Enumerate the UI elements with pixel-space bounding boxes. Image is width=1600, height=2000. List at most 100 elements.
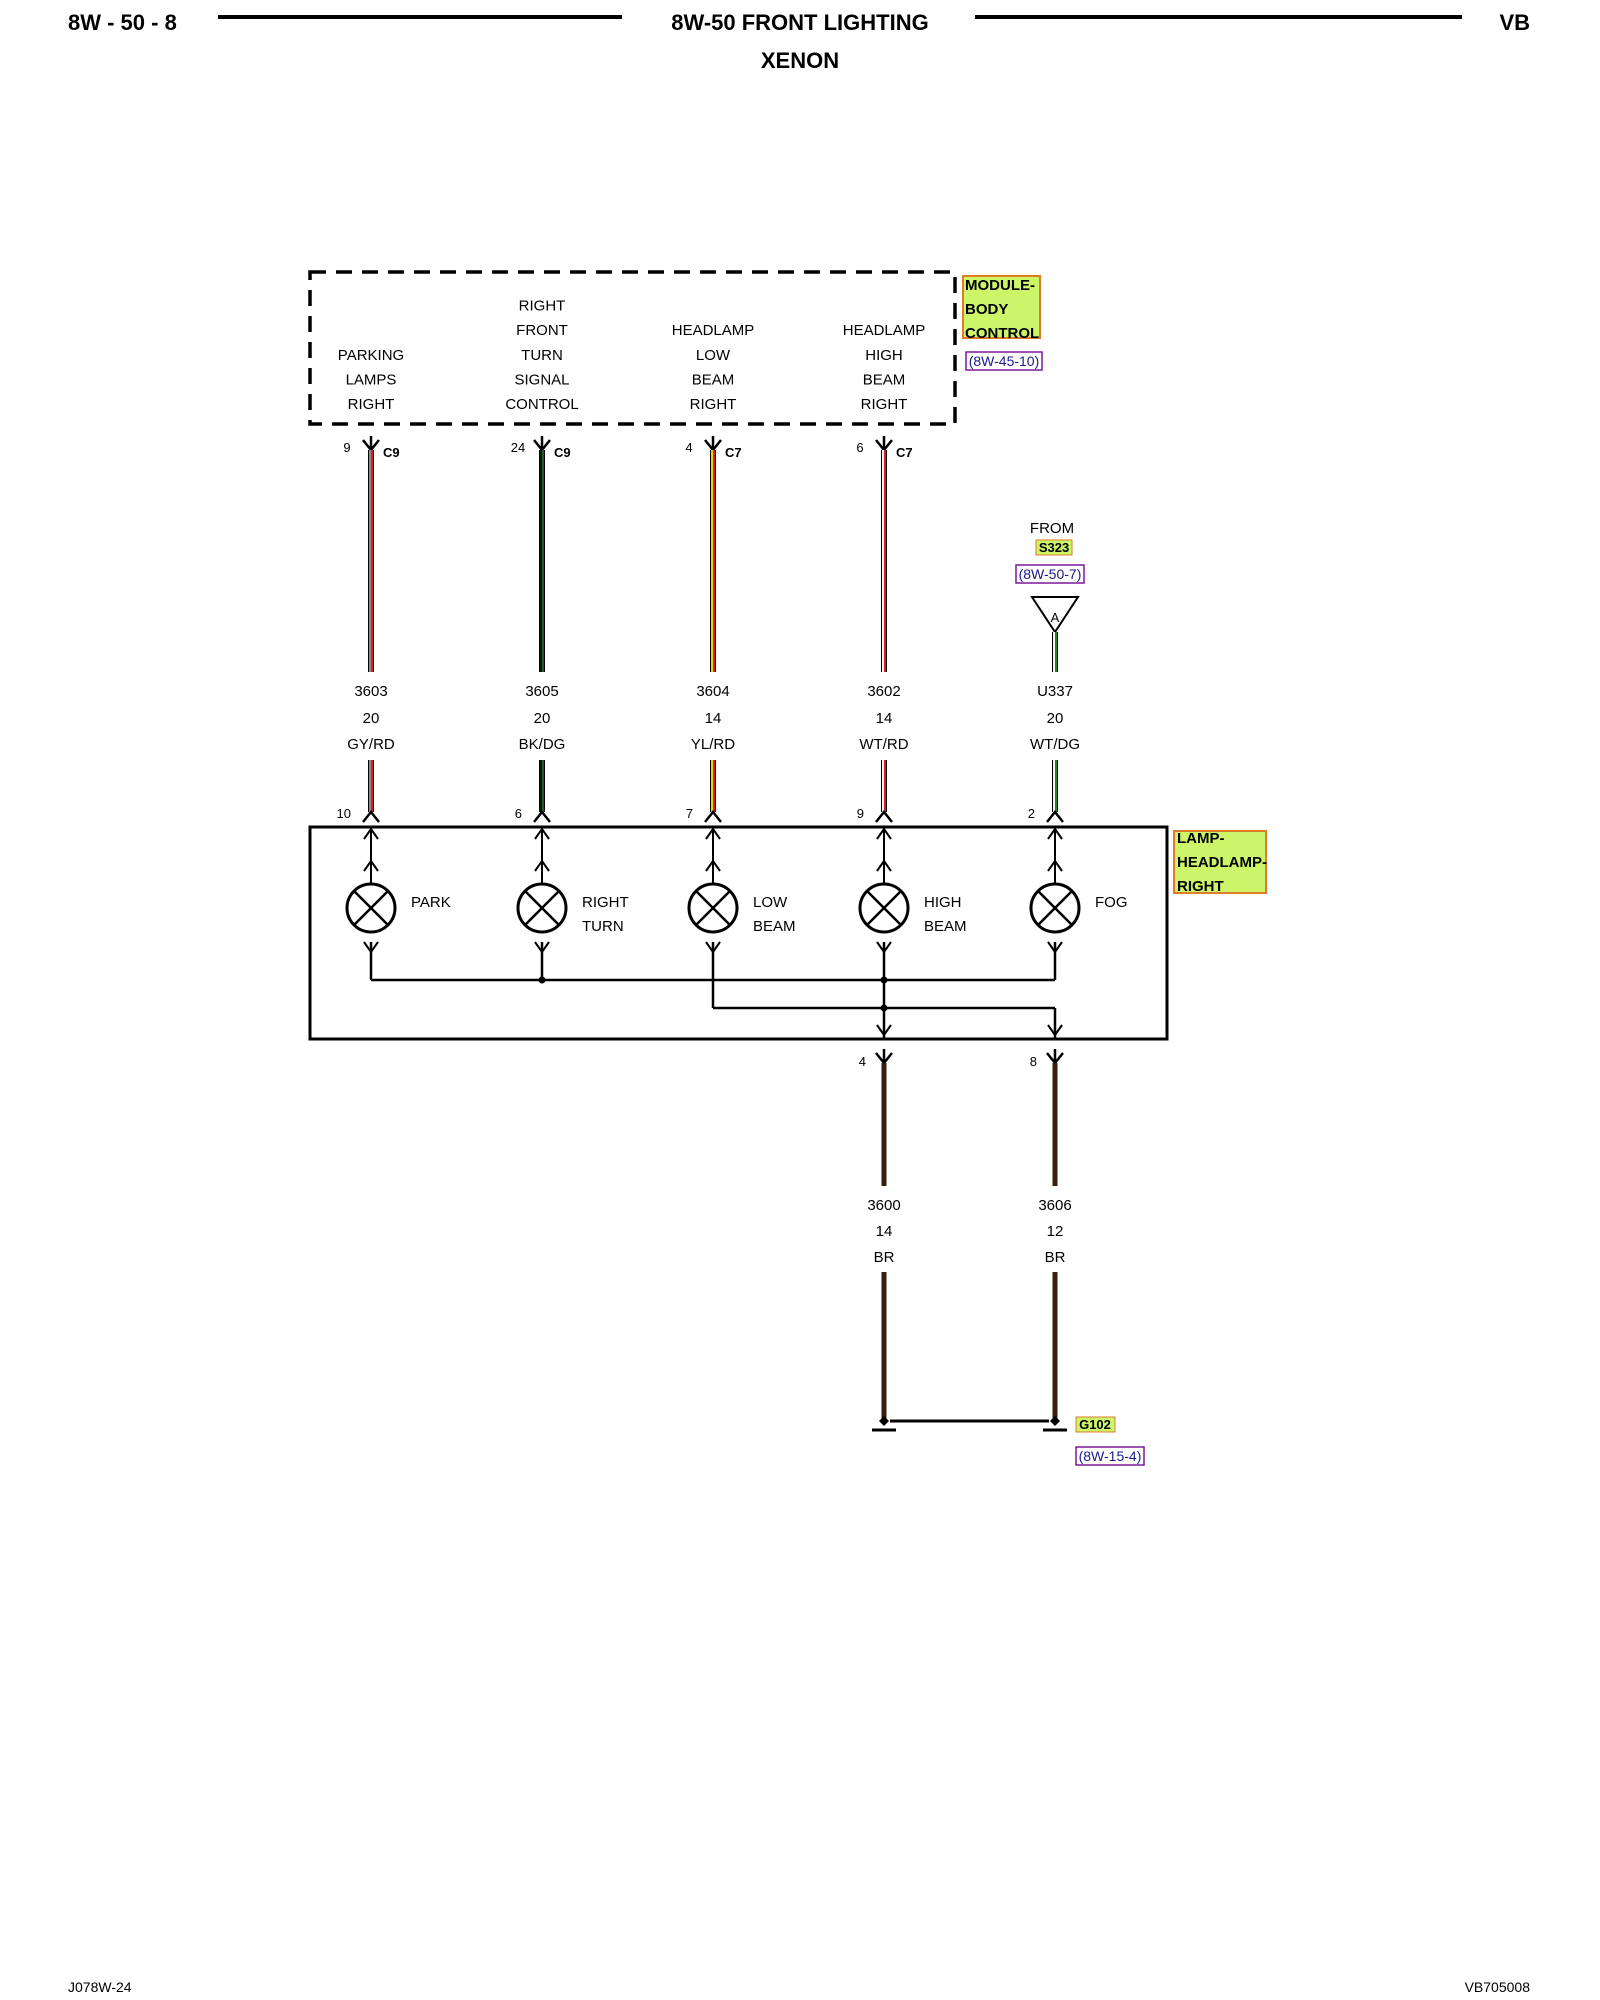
circuit-number: 3600	[867, 1197, 900, 1214]
connector-terminal-icon	[362, 809, 380, 823]
footer-left-code: J078W-24	[68, 1979, 132, 1995]
module-function-line: BEAM	[692, 371, 735, 388]
module-function-line: PARKING	[338, 347, 404, 364]
bulb-label: RIGHT	[582, 894, 629, 911]
wire-color-code: GY/RD	[347, 736, 395, 753]
lamp-pin-number: 2	[1028, 806, 1035, 821]
module-pin-number: 4	[685, 440, 692, 455]
lamp-ground-pin: 4	[859, 1054, 866, 1069]
bulb-label: BEAM	[924, 918, 967, 935]
lamp-bulb-filament	[524, 890, 560, 926]
module-connector-id: C9	[554, 445, 571, 460]
lamp-name-line: LAMP-	[1177, 830, 1225, 847]
page-title: 8W-50 FRONT LIGHTING	[671, 10, 928, 35]
bulb-input-arrow-icon	[363, 827, 379, 840]
module-ref-link[interactable]: (8W-45-10)	[969, 353, 1040, 369]
wire-color-code: WT/DG	[1030, 736, 1080, 753]
wire-color-code: YL/RD	[691, 736, 735, 753]
lamp-assembly-outline	[308, 825, 1169, 1041]
module-pin-number: 6	[856, 440, 863, 455]
wire-color-code: WT/RD	[859, 736, 908, 753]
bulb-input-arrow-icon	[876, 859, 892, 872]
lamp-pin-number: 6	[515, 806, 522, 821]
module-function-line: LAMPS	[346, 371, 397, 388]
module-name-line: BODY	[965, 301, 1008, 318]
bulb-label: HIGH	[924, 894, 962, 911]
module-function-line: RIGHT	[690, 396, 737, 413]
module-pin-number: 24	[511, 440, 525, 455]
wire-gauge: 14	[876, 710, 893, 727]
bulb-0: PARK	[345, 827, 451, 954]
bulb-input-arrow-icon	[534, 859, 550, 872]
bulb-input-arrow-icon	[705, 827, 721, 840]
page-header: 8W - 50 - 8 8W-50 FRONT LIGHTING VB XENO…	[68, 10, 1530, 73]
lamp-pin-number: 9	[857, 806, 864, 821]
lamp-pin-number: 7	[686, 806, 693, 821]
circuit-number: 3606	[1038, 1197, 1071, 1214]
module-function-line: HIGH	[865, 347, 903, 364]
module-name-highlight	[962, 275, 1041, 339]
ground-output-arrow-icon	[1047, 1024, 1063, 1037]
bulb-input-arrow-icon	[1047, 827, 1063, 840]
wire-gauge: 20	[1047, 710, 1064, 727]
circuit-number: 3603	[354, 683, 387, 700]
lamp-bulb-filament	[695, 890, 731, 926]
ground-name: G102	[1079, 1417, 1111, 1432]
module-ref-box[interactable]	[965, 351, 1043, 371]
module-connector-id: C7	[896, 445, 913, 460]
splice-dot	[880, 1004, 888, 1012]
bulb-4: FOG	[1029, 827, 1128, 954]
module-name-line: CONTROL	[965, 325, 1039, 342]
wire-gauge: 14	[705, 710, 722, 727]
circuit-number: U337	[1037, 683, 1073, 700]
splice-dot	[538, 976, 546, 984]
ground-ref-link[interactable]: (8W-15-4)	[1079, 1448, 1142, 1464]
splice-from-label: FROM	[1030, 520, 1074, 537]
lamp-name-line: RIGHT	[1177, 878, 1224, 895]
module-function-line: HEADLAMP	[672, 322, 755, 339]
splice-triangle-icon	[1030, 596, 1080, 634]
bulb-input-arrow-icon	[1047, 859, 1063, 872]
vehicle-code: VB	[1499, 10, 1530, 35]
wire-color-code: BK/DG	[519, 736, 566, 753]
circuit-number: 3605	[525, 683, 558, 700]
circuit-number: 3604	[696, 683, 729, 700]
bulb-label: LOW	[753, 894, 788, 911]
module-function-labels: PARKINGLAMPSRIGHTRIGHTFRONTTURNSIGNALCON…	[338, 298, 925, 413]
module-function-line: HEADLAMP	[843, 322, 926, 339]
lamp-name-highlight	[1173, 830, 1267, 894]
wire-gauge: 20	[534, 710, 551, 727]
lamp-bulb-filament	[866, 890, 902, 926]
splice-ref-box[interactable]	[1015, 564, 1085, 584]
wire-gauge: 12	[1047, 1223, 1064, 1240]
lamp-ground-pin: 8	[1030, 1054, 1037, 1069]
bulb-3: HIGH BEAM	[858, 827, 967, 954]
module-connector-id: C9	[383, 445, 400, 460]
lamp-name-label: LAMP-HEADLAMP-RIGHT	[1177, 830, 1267, 895]
splice-name: S323	[1039, 540, 1069, 555]
ground-diamond-icon	[1050, 1416, 1060, 1426]
splice-terminal-label: A	[1051, 610, 1060, 625]
wire-color-code: BR	[1045, 1249, 1066, 1266]
module-pin-number: 9	[343, 440, 350, 455]
ground-ref-box[interactable]	[1075, 1446, 1145, 1466]
module-function-line: RIGHT	[861, 396, 908, 413]
bulb-input-arrow-icon	[534, 827, 550, 840]
module-function-line: SIGNAL	[514, 371, 569, 388]
lamp-bulb-filament	[353, 890, 389, 926]
splice-ref-link[interactable]: (8W-50-7)	[1019, 566, 1082, 582]
module-function-line: CONTROL	[505, 396, 578, 413]
bulb-label: FOG	[1095, 894, 1128, 911]
connector-terminal-icon	[533, 809, 551, 823]
footer-right-code: VB705008	[1465, 1979, 1531, 1995]
